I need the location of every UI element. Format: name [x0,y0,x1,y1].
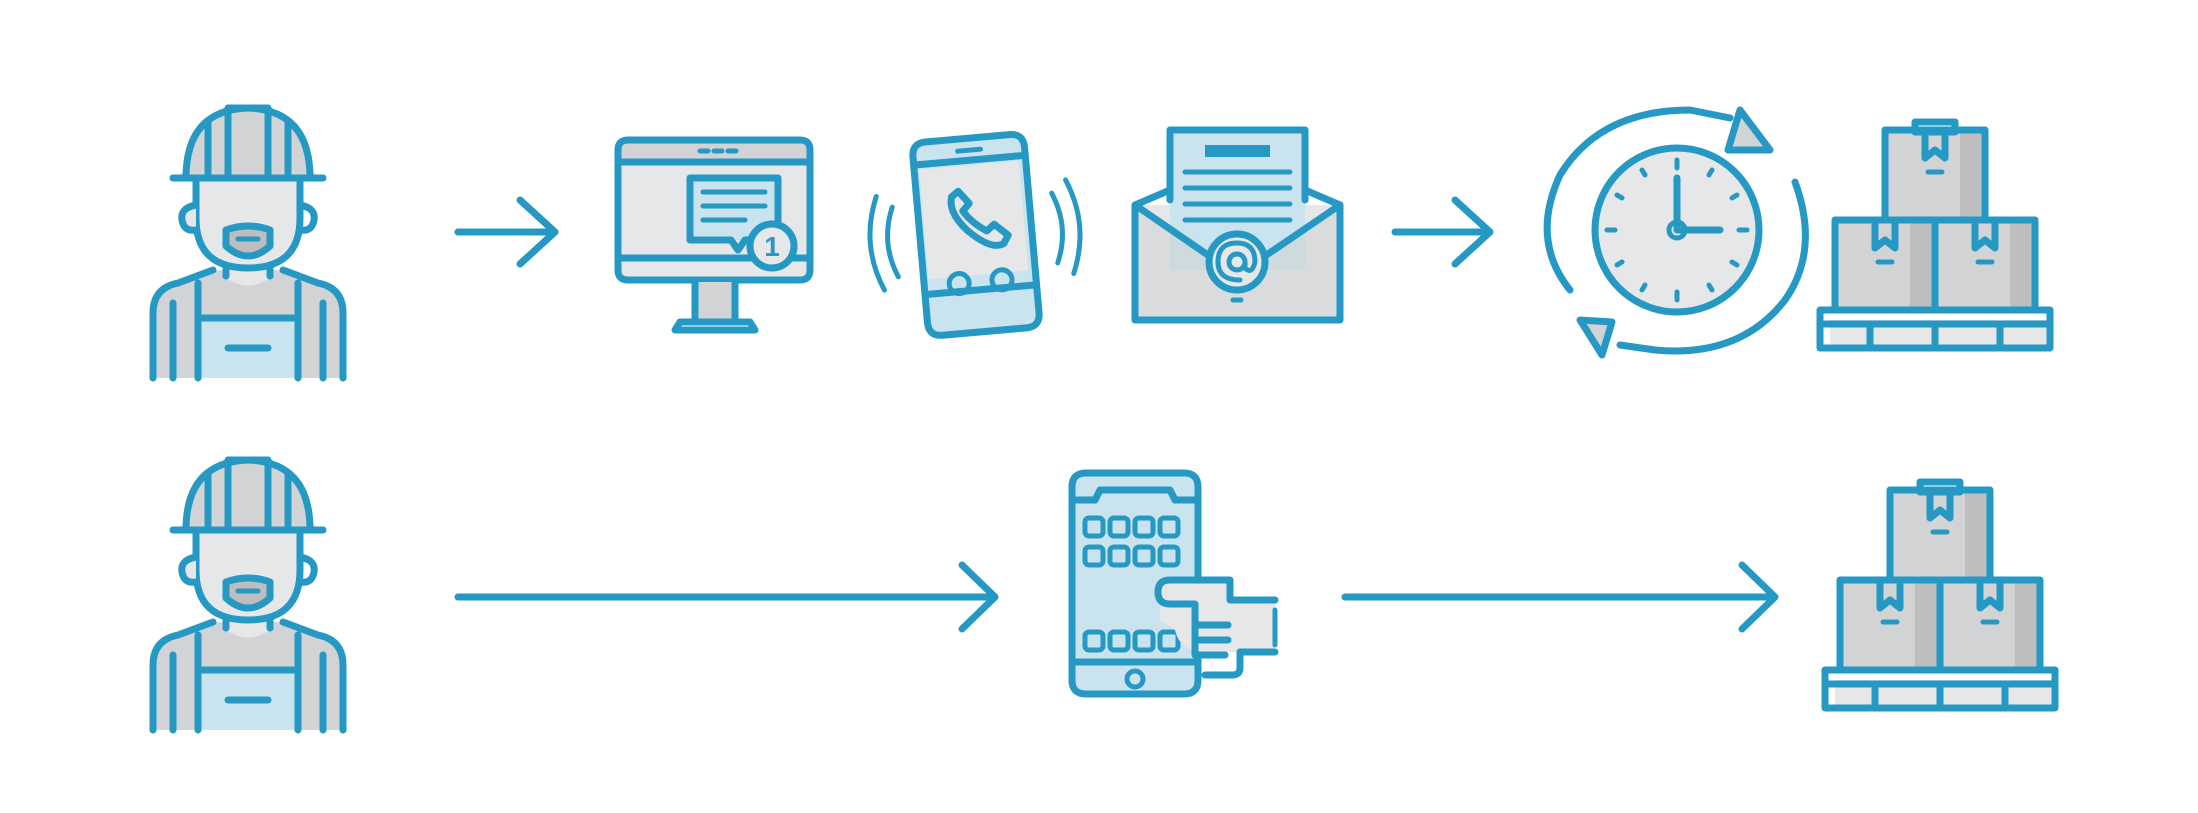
pallet-boxes-icon [1825,482,2055,708]
tablet-app-icon [1068,469,1279,698]
ringing-phone-icon [867,131,1083,339]
email-envelope-icon [1131,126,1344,324]
notification-count: 1 [764,231,780,262]
clock-cycle-icon [1543,106,1809,359]
arrow-icon [454,196,559,268]
arrow-icon [1391,196,1494,268]
pallet-boxes-icon [1820,122,2050,348]
long-arrow-icon [1341,561,1779,633]
computer-message-icon: 1 [614,136,814,334]
long-arrow-icon [454,561,999,633]
worker-icon [153,460,343,730]
worker-icon [153,108,343,378]
